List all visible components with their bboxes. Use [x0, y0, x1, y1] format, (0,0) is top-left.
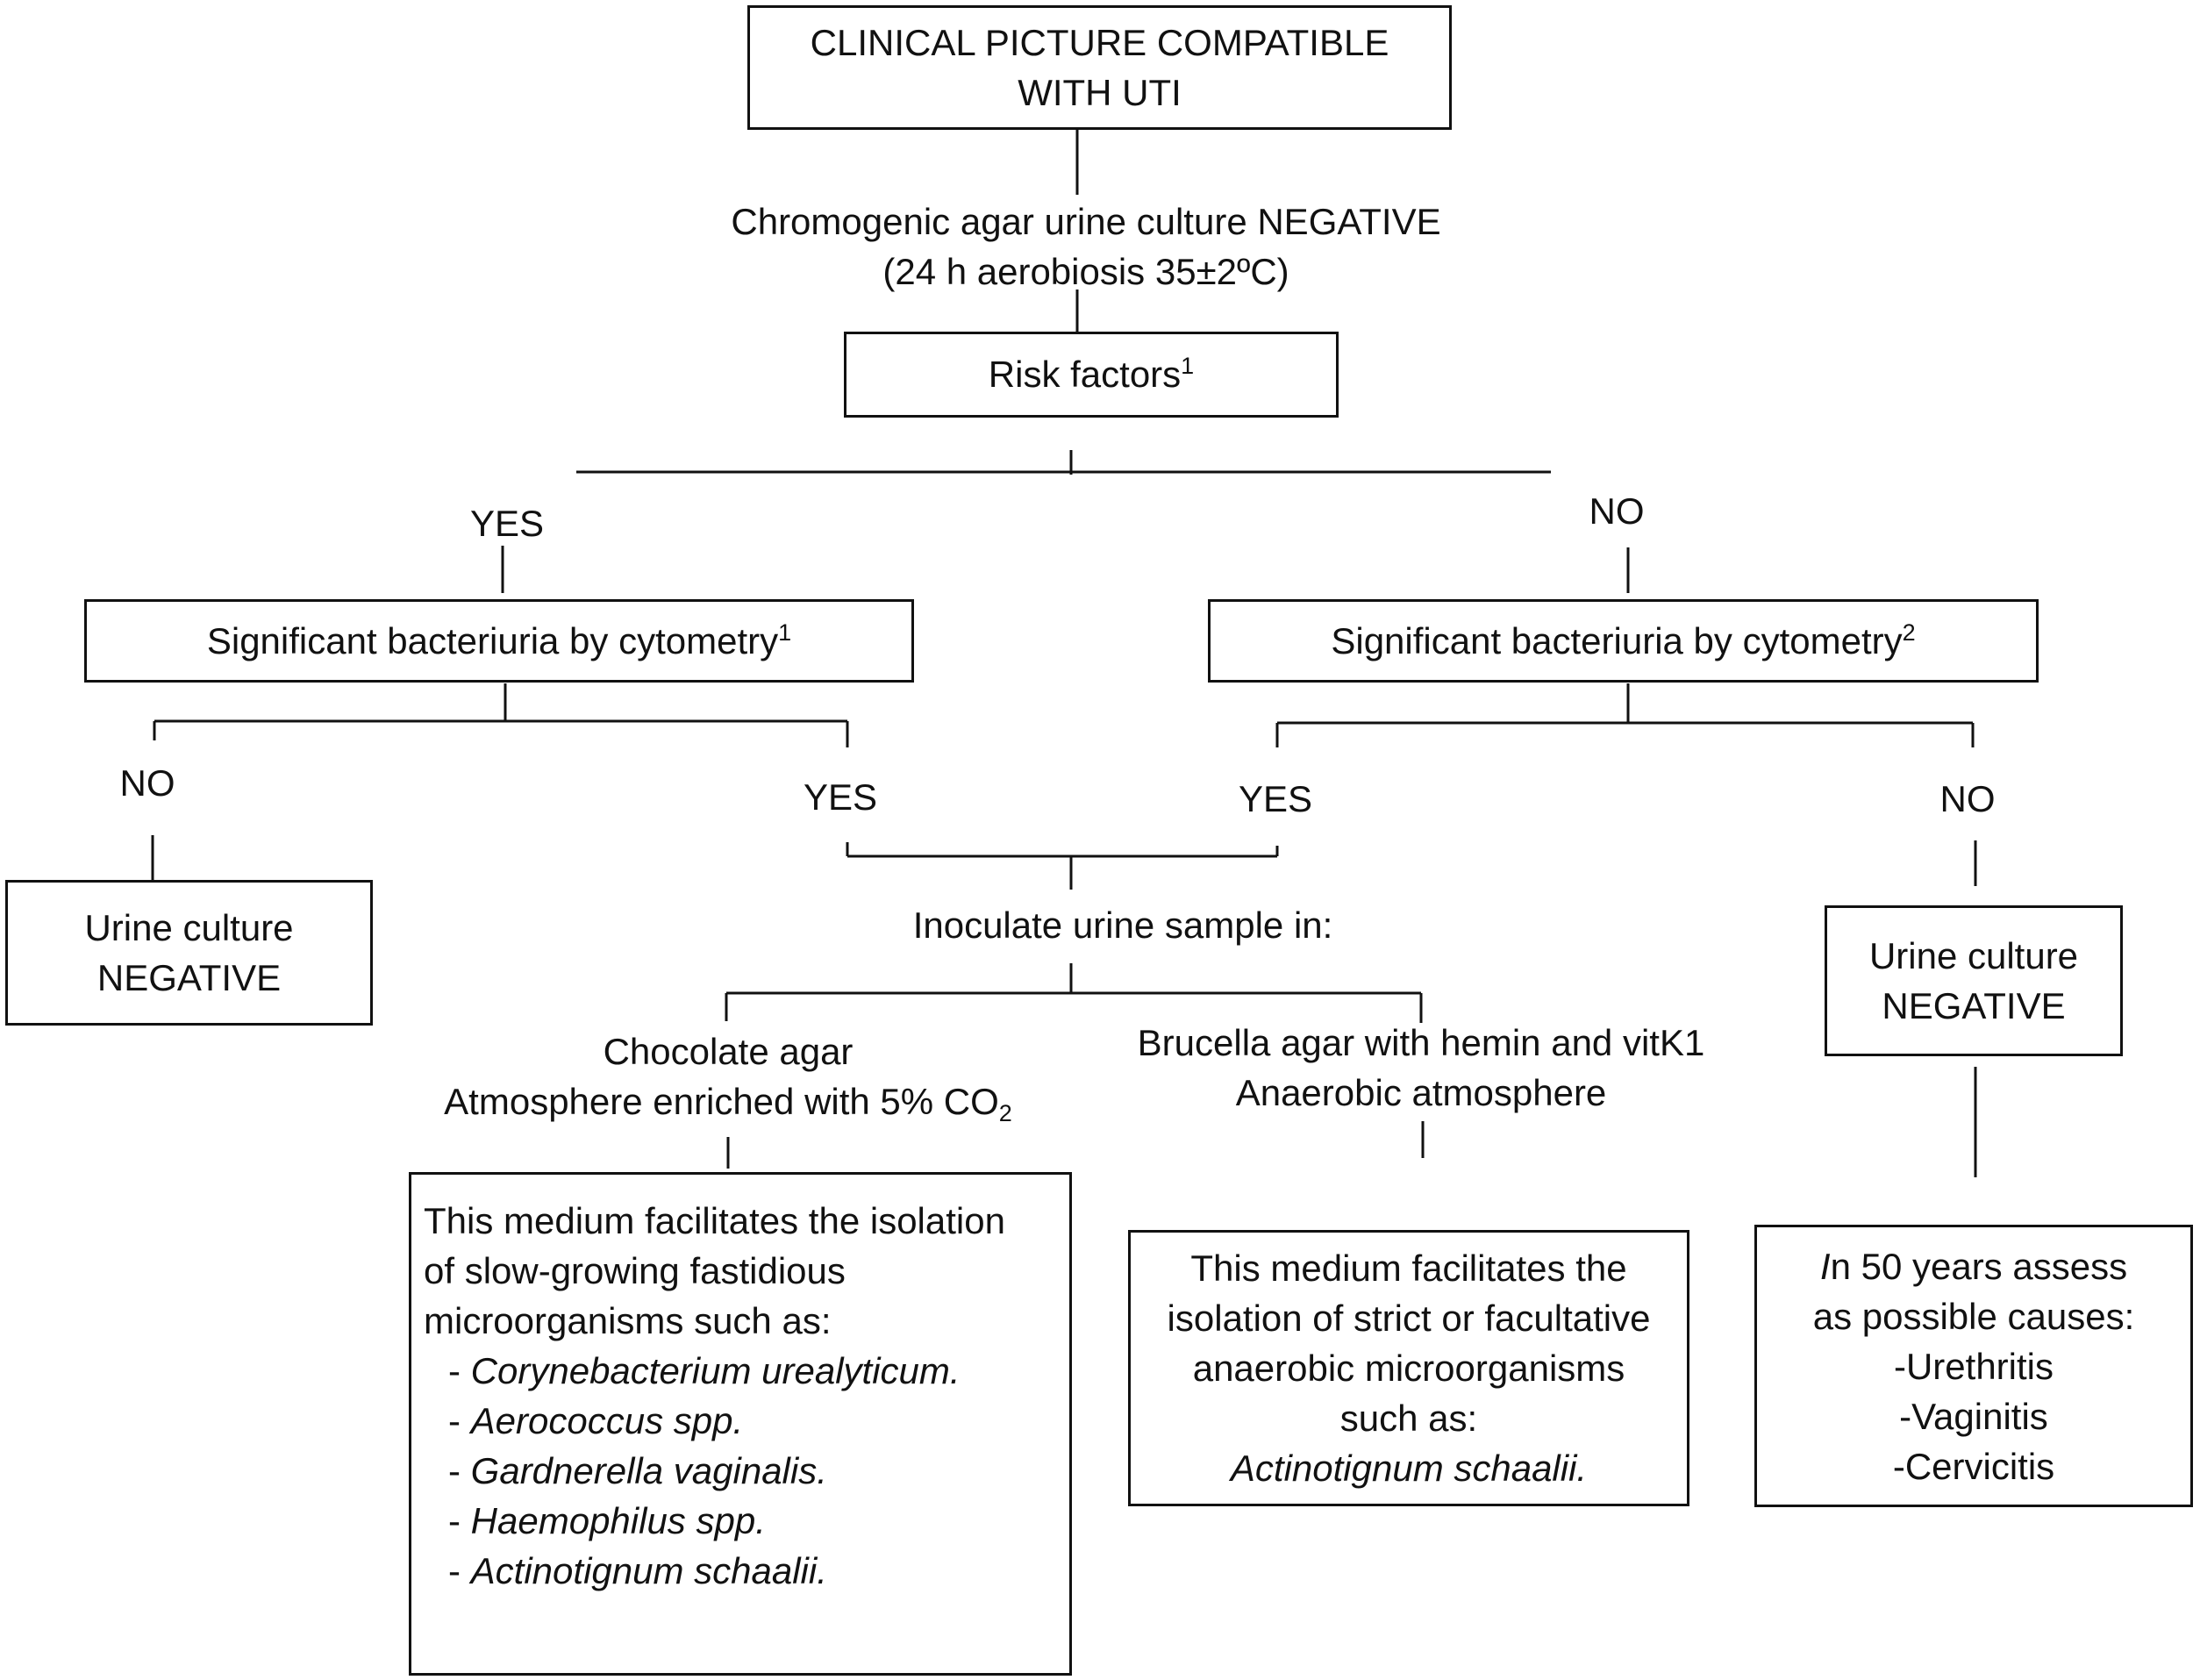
left-cytometry-label: Significant bacteriuria by cytometry1	[206, 618, 792, 661]
chromogenic-culture-negative-text: Chromogenic agar urine culture NEGATIVE …	[561, 197, 1611, 297]
clinical-picture-box: CLINICAL PICTURE COMPATIBLE WITH UTI	[747, 5, 1452, 130]
brucella-box-organism: Actinotignum schaalii.	[1230, 1448, 1588, 1489]
right-cytometry-label: Significant bacteriuria by cytometry2	[1331, 618, 1916, 661]
inoculate-text: Inoculate urine sample in:	[912, 904, 1333, 946]
chocolate-intro-2: of slow-growing fastidious	[424, 1250, 846, 1291]
left-cytometry-box: Significant bacteriuria by cytometry1	[84, 599, 914, 683]
clinical-picture-line1: CLINICAL PICTURE COMPATIBLE	[810, 22, 1389, 63]
chromogenic-line1: Chromogenic agar urine culture NEGATIVE	[731, 201, 1441, 242]
right-negative-line1: Urine culture	[1868, 935, 2079, 976]
left-cytometry-footnote: 1	[778, 618, 792, 646]
right-cytometry-footnote: 2	[1902, 618, 1916, 646]
organism-item: - Aerococcus spp.	[448, 1400, 744, 1441]
left-urine-culture-negative-box: Urine culture NEGATIVE	[5, 880, 373, 1026]
no-label-risk: NO	[1589, 490, 1645, 532]
brucella-line1: Brucella agar with hemin and vitK1	[1137, 1022, 1705, 1063]
assess-causes-box: In 50 years assess as possible causes: -…	[1754, 1225, 2193, 1507]
no-label-right: NO	[1939, 778, 1996, 819]
right-cytometry-box: Significant bacteriuria by cytometry2	[1208, 599, 2039, 683]
brucella-box-line4: such as:	[1339, 1398, 1478, 1439]
chocolate-intro-3: microorganisms such as:	[424, 1300, 832, 1341]
right-negative-line2: NEGATIVE	[1882, 985, 2066, 1026]
brucella-box-line1: This medium facilitates the	[1190, 1247, 1627, 1289]
assess-line1: In 50 years assess	[1819, 1245, 2128, 1287]
organism-item: - Corynebacterium urealyticum.	[448, 1350, 961, 1391]
chocolate-line1: Chocolate agar	[603, 1031, 854, 1072]
assess-line2: as possible causes:	[1812, 1295, 2135, 1337]
left-negative-line2: NEGATIVE	[96, 957, 282, 998]
brucella-line2: Anaerobic atmosphere	[1235, 1072, 1607, 1113]
chromogenic-line2: (24 h aerobiosis 35±2ºC)	[882, 251, 1289, 292]
no-label-left: NO	[119, 762, 175, 804]
brucella-medium-box: This medium facilitates the isolation of…	[1128, 1230, 1689, 1506]
risk-factors-footnote: 1	[1181, 353, 1195, 379]
risk-factors-box: Risk factors1	[844, 332, 1339, 418]
chocolate-line2: Atmosphere enriched with 5% CO2	[444, 1081, 1012, 1126]
clinical-picture-line2: WITH UTI	[1018, 72, 1182, 113]
cause-item: -Vaginitis	[1899, 1395, 2048, 1437]
cause-item: -Cervicitis	[1892, 1445, 2055, 1487]
cause-item: -Urethritis	[1893, 1345, 2054, 1387]
yes-label-right: YES	[1238, 778, 1313, 819]
chocolate-medium-box: This medium facilitates the isolation of…	[409, 1172, 1072, 1676]
brucella-box-line2: isolation of strict or facultative	[1167, 1298, 1651, 1339]
left-negative-line1: Urine culture	[84, 907, 294, 948]
chocolate-intro-1: This medium facilitates the isolation	[424, 1200, 1005, 1241]
right-urine-culture-negative-box: Urine culture NEGATIVE	[1825, 905, 2123, 1056]
organism-item: - Haemophilus spp.	[448, 1500, 766, 1541]
chocolate-agar-text: Chocolate agar Atmosphere enriched with …	[386, 1026, 1070, 1126]
brucella-agar-text: Brucella agar with hemin and vitK1 Anaer…	[1088, 1018, 1754, 1118]
organism-item: - Gardnerella vaginalis.	[448, 1450, 827, 1491]
yes-label-left: YES	[803, 776, 878, 818]
co2-subscript: 2	[998, 1100, 1012, 1126]
brucella-box-line3: anaerobic microorganisms	[1192, 1348, 1625, 1389]
yes-label-risk: YES	[469, 503, 545, 544]
organism-item: - Actinotignum schaalii.	[448, 1550, 827, 1591]
risk-factors-label: Risk factors1	[988, 353, 1195, 395]
